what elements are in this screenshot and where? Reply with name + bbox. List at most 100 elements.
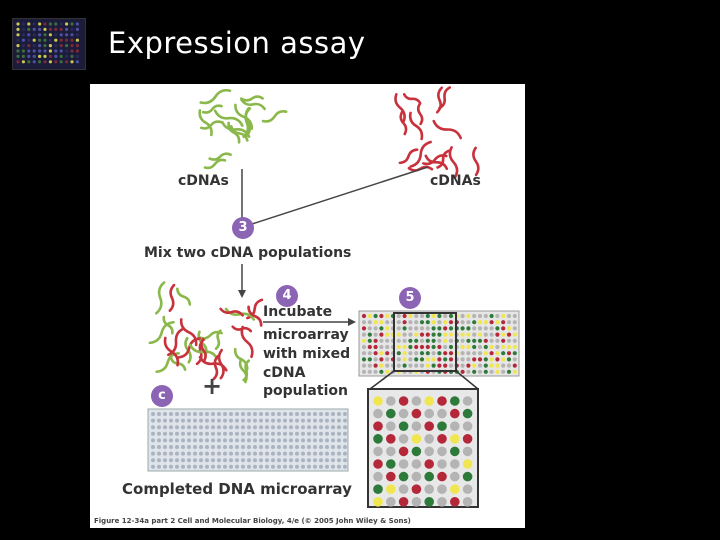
hybridized-spot	[501, 320, 506, 325]
hybridized-spot	[361, 332, 367, 337]
thumbnail-spot	[75, 38, 79, 42]
microarray-spot	[319, 451, 323, 456]
microarray-spot	[193, 412, 197, 416]
microarray-spot	[229, 425, 233, 430]
microarray-spot	[223, 451, 227, 456]
hybridized-spot	[495, 351, 500, 356]
microarray-spot	[295, 438, 299, 443]
thumbnail-spot	[43, 44, 47, 48]
thumbnail-spot	[27, 38, 31, 42]
hybridized-spot	[373, 344, 378, 350]
hybridized-spot	[385, 326, 390, 331]
hybridized-spot	[373, 351, 378, 356]
microarray-spot	[265, 445, 269, 449]
microarray-spot	[241, 458, 245, 463]
microarray-spot	[235, 458, 239, 463]
microarray-spot	[187, 451, 191, 456]
microarray-spot	[277, 458, 281, 463]
microarray-spot	[247, 464, 251, 469]
microarray-spot	[343, 464, 347, 469]
hybridized-spot	[489, 363, 494, 368]
hybridized-spot	[466, 320, 471, 325]
microarray-spot	[277, 438, 281, 443]
hybridized-spot	[414, 332, 419, 337]
thumbnail-spot	[32, 22, 36, 26]
microarray-spot	[181, 418, 185, 423]
hybridized-spot	[437, 326, 442, 331]
microarray-spot	[253, 464, 257, 469]
microarray-spot	[289, 418, 293, 423]
hybridized-spot	[448, 320, 454, 325]
microarray-spot	[259, 458, 263, 463]
zoomed-spot	[450, 459, 460, 469]
microarray-spot	[277, 412, 281, 416]
microarray-spot	[337, 451, 341, 456]
thumbnail-spot	[54, 60, 58, 64]
hybridized-spot	[443, 344, 448, 350]
zoomed-spot	[398, 459, 409, 469]
hybridized-spot	[512, 338, 517, 343]
microarray-spot	[223, 425, 227, 430]
hybridized-spot	[402, 320, 407, 325]
thumbnail-spot	[59, 44, 63, 48]
hybridized-spot	[472, 351, 477, 356]
microarray-spot	[151, 458, 155, 463]
microarray-spot	[259, 412, 263, 416]
hybridized-spot	[489, 332, 494, 337]
incubate-arrow-head	[348, 318, 356, 326]
microarray-spot	[175, 451, 179, 456]
hybridized-spot	[512, 332, 517, 337]
zoomed-spot	[373, 484, 383, 495]
microarray-spot	[325, 425, 329, 430]
microarray-spot	[157, 418, 161, 423]
zoomed-spot	[437, 421, 447, 432]
microarray-spot	[313, 445, 317, 449]
microarray-spot	[181, 438, 185, 443]
hybridized-spot	[495, 326, 500, 331]
thumbnail-spot	[48, 44, 53, 48]
hybridized-spot	[379, 344, 384, 350]
zoomed-microarray	[367, 388, 479, 508]
thumbnail-spot	[32, 33, 36, 37]
hybridized-spot	[477, 338, 483, 343]
microarray-spot	[265, 418, 269, 423]
thumbnail-spot	[59, 60, 63, 64]
hybridized-spot	[477, 363, 483, 368]
microarray-spot	[169, 464, 173, 469]
microarray-spot	[277, 425, 281, 430]
hybridized-spot	[489, 313, 494, 319]
arrow-head-down	[238, 290, 246, 298]
hybridized-spot	[431, 313, 436, 319]
microarray-spot	[325, 445, 329, 449]
hybridized-spot	[414, 313, 419, 319]
thumbnail-spot	[75, 60, 79, 64]
thumbnail-spot	[70, 27, 74, 31]
microarray-spot	[343, 412, 347, 416]
cdna-strand	[177, 337, 201, 359]
thumbnail-spot	[43, 27, 47, 31]
hybridized-spot	[408, 320, 413, 325]
red-cdna-cluster	[394, 86, 480, 179]
microarray-spot	[253, 425, 257, 430]
hybridized-spot	[512, 363, 517, 368]
hybridized-spot	[367, 344, 372, 350]
hybridized-spot	[379, 357, 384, 362]
step-4-badge: 4	[276, 285, 298, 307]
microarray-spot	[325, 451, 329, 456]
microarray-spot	[289, 458, 293, 463]
hybridized-spot	[361, 351, 367, 356]
microarray-spot	[241, 431, 245, 436]
thumbnail-spot	[32, 44, 36, 48]
microarray-spot	[187, 418, 191, 423]
hybridized-spot	[501, 313, 506, 319]
microarray-spot	[331, 425, 335, 430]
zoomed-spot	[411, 484, 422, 495]
step-3-badge: 3	[232, 217, 254, 239]
hybridized-spot	[431, 344, 436, 350]
microarray-spot	[175, 438, 179, 443]
hybridized-spot	[512, 313, 517, 319]
microarray-spot	[157, 431, 161, 436]
microarray-spot	[325, 458, 329, 463]
hybridized-spot	[472, 332, 477, 337]
thumbnail-spot	[43, 38, 47, 42]
